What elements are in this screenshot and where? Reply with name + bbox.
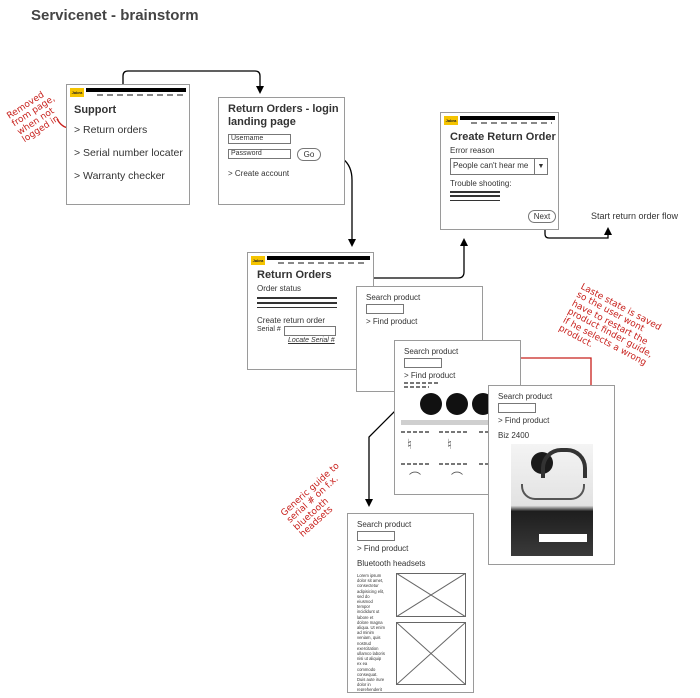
header-nav [471, 122, 552, 124]
chevron-down-icon: ▼ [534, 159, 547, 174]
status-line [257, 307, 337, 308]
product-image [511, 444, 593, 556]
find-product-link[interactable]: > Find product [404, 371, 456, 380]
page-title: Servicenet - brainstorm [31, 7, 199, 24]
create-return-title: Create Return Order [450, 131, 556, 143]
serial-field[interactable] [284, 326, 336, 336]
search-input[interactable] [366, 304, 404, 314]
result-caption [439, 463, 469, 465]
search-input[interactable] [498, 403, 536, 413]
support-title: Support [74, 104, 117, 116]
headset-band [541, 448, 587, 478]
arrow-support-to-login [122, 70, 264, 122]
return-orders-title: Return Orders [257, 269, 332, 281]
find-product-link[interactable]: > Find product [498, 416, 550, 425]
header-nav [97, 94, 183, 96]
arrow-return-to-create [374, 238, 468, 279]
category-title: Bluetooth headsets [357, 559, 426, 568]
header-bar [86, 88, 186, 92]
header-bar [267, 256, 370, 260]
lorem-text: Lorem ipsum dolor sit amet, consectetur … [357, 573, 385, 691]
arrow-next-to-start [544, 222, 612, 239]
header-nav [278, 262, 367, 264]
image-placeholder-1 [396, 573, 466, 617]
product-label-sticker [539, 534, 587, 542]
search-product-wireframe-3: Search product > Find product Biz 2400 [488, 385, 615, 565]
find-product-link[interactable]: > Find product [366, 317, 418, 326]
order-status-label: Order status [257, 284, 302, 293]
headset-thumbnail[interactable]: ♮ [447, 436, 453, 452]
next-button[interactable]: Next [528, 210, 556, 223]
headset-cable [521, 484, 585, 500]
status-line [257, 302, 337, 304]
create-return-order-wireframe: Jabra Create Return Order Error reason P… [440, 112, 559, 230]
trouble-line [450, 200, 500, 201]
password-field[interactable]: Password [228, 149, 291, 159]
headset-thumbnail[interactable]: ♮ [407, 436, 413, 452]
support-item-return-orders[interactable]: > Return orders [74, 124, 148, 136]
filter-row [404, 382, 439, 384]
start-return-flow-label: Start return order flow [591, 211, 679, 221]
search-input[interactable] [357, 531, 395, 541]
locate-serial-link[interactable]: Locate Serial # [288, 337, 335, 344]
result-caption [401, 463, 431, 465]
error-reason-value: People can't hear me [453, 161, 529, 170]
trouble-shooting-label: Trouble shooting: [450, 179, 512, 188]
support-item-serial-locater[interactable]: > Serial number locater [74, 147, 183, 159]
username-field[interactable]: Username [228, 134, 291, 144]
support-item-warranty[interactable]: > Warranty checker [74, 170, 165, 182]
product-name: Biz 2400 [498, 431, 530, 440]
headset-thumbnail[interactable]: ⌒ [451, 471, 464, 485]
trouble-line [450, 191, 500, 193]
serial-label: Serial # [257, 326, 281, 333]
search-product-wireframe-4: Search product > Find product Bluetooth … [347, 513, 474, 693]
result-caption [439, 431, 469, 433]
create-account-link[interactable]: > Create account [228, 169, 290, 178]
header-bar [460, 116, 555, 120]
jabra-logo: Jabra [251, 256, 265, 265]
find-product-link[interactable]: > Find product [357, 544, 409, 553]
trouble-line [450, 195, 500, 197]
search-title: Search product [498, 392, 553, 401]
go-button[interactable]: Go [297, 148, 321, 161]
login-title-line1: Return Orders - login [228, 103, 339, 115]
login-title-line2: landing page [228, 116, 296, 128]
speakerphone-category-icon[interactable] [446, 393, 468, 415]
search-title: Search product [357, 520, 412, 529]
jabra-logo: Jabra [70, 88, 84, 97]
search-input[interactable] [404, 358, 442, 368]
login-page-wireframe: Return Orders - login landing page Usern… [218, 97, 345, 205]
support-page-wireframe: Jabra Support > Return orders > Serial n… [66, 84, 190, 205]
create-return-label: Create return order [257, 316, 326, 325]
search-title: Search product [366, 293, 421, 302]
arrow-laste-state [510, 354, 592, 388]
jabra-logo: Jabra [444, 116, 458, 125]
headset-category-icon[interactable] [420, 393, 442, 415]
image-placeholder-2 [396, 622, 466, 685]
error-reason-label: Error reason [450, 146, 495, 155]
return-orders-wireframe: Jabra Return Orders Order status Create … [247, 252, 374, 370]
search-title: Search product [404, 347, 459, 356]
headset-thumbnail[interactable]: ⌒ [409, 471, 422, 485]
results-header-bar [401, 420, 513, 425]
error-reason-select[interactable]: People can't hear me ▼ [450, 158, 548, 175]
status-line [257, 297, 337, 299]
filter-row [404, 386, 429, 388]
result-caption [401, 431, 431, 433]
